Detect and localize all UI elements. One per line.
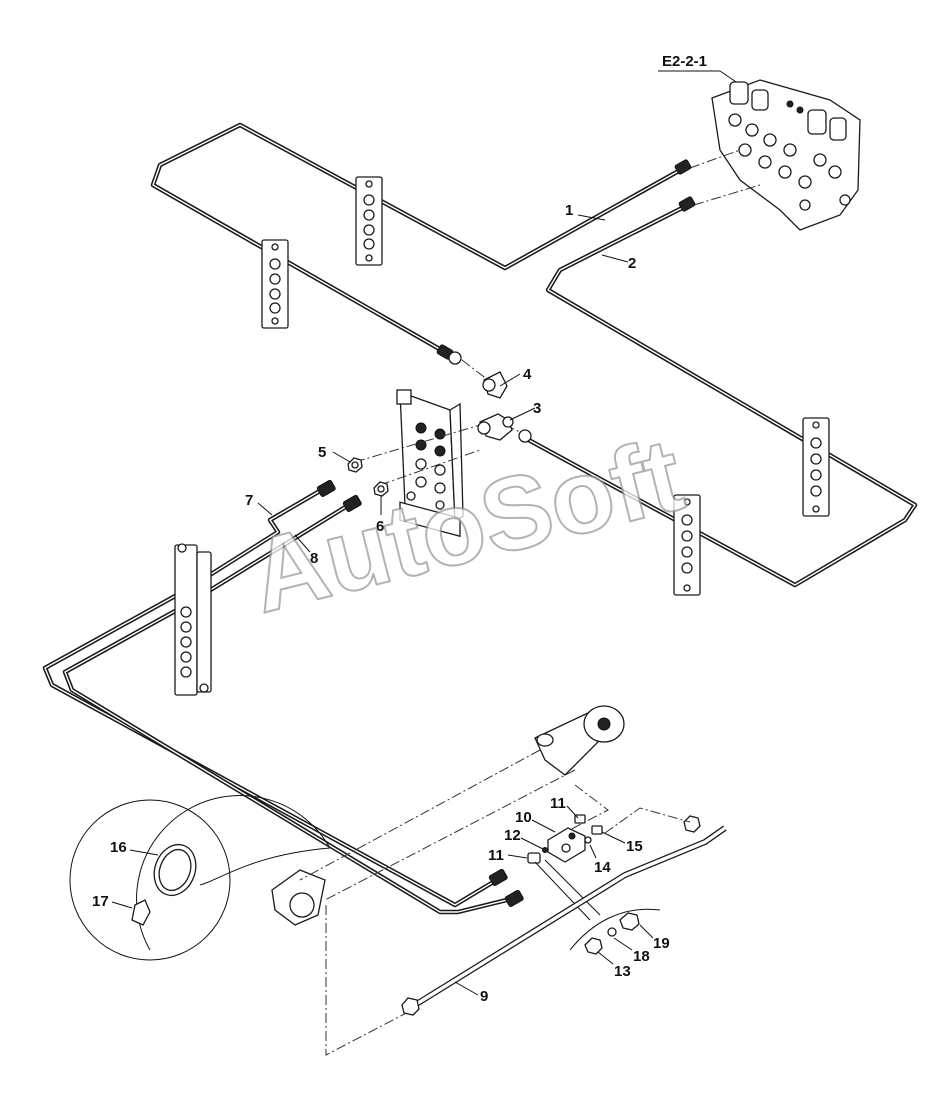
assembly-ref-label: E2-2-1 [662, 53, 707, 70]
pipe-9 [401, 815, 727, 1016]
callout-11-upper: 11 [550, 795, 566, 812]
control-valve-block [711, 79, 861, 231]
hose-clamp-4 [673, 494, 701, 596]
callout-4: 4 [523, 366, 532, 383]
callout-17: 17 [92, 893, 109, 910]
callout-5: 5 [318, 444, 326, 461]
hose-clamp-1 [355, 176, 383, 266]
mounting-plate [396, 389, 464, 538]
detail-inset-fittings [569, 908, 661, 955]
callout-16: 16 [110, 839, 127, 856]
hose-7 [42, 479, 508, 908]
fitting-11-lower [527, 852, 541, 864]
callout-19: 19 [653, 935, 670, 952]
nut-6 [373, 481, 389, 497]
assembly-reference: E2-2-1 [658, 53, 746, 89]
callout-10: 10 [515, 809, 532, 826]
fitting-14 [584, 836, 592, 844]
callout-15: 15 [626, 838, 643, 855]
fitting-12 [542, 847, 548, 853]
hose-clamp-large [174, 543, 212, 696]
hydraulic-cylinder [271, 705, 625, 926]
callout-7: 7 [245, 492, 253, 509]
hose-clamp-2 [261, 239, 289, 329]
callout-6: 6 [376, 518, 384, 535]
callout-8: 8 [310, 550, 318, 567]
valve-block-10 [547, 827, 586, 863]
callout-12: 12 [504, 827, 521, 844]
callout-3: 3 [533, 400, 541, 417]
callout-2: 2 [628, 255, 636, 272]
callout-18: 18 [633, 948, 650, 965]
callout-9: 9 [480, 988, 488, 1005]
hose-clamp-3 [802, 417, 830, 517]
callouts: 1 2 3 4 5 6 7 8 9 10 11 11 12 13 14 15 1… [92, 202, 670, 1005]
elbow-fitting-3 [477, 413, 514, 441]
nut-5 [347, 457, 363, 473]
callout-13: 13 [614, 963, 631, 980]
callout-14: 14 [594, 859, 611, 876]
hose-2 [518, 196, 918, 588]
hose-1 [150, 122, 692, 365]
fitting-15 [591, 825, 603, 835]
callout-11-lower: 11 [488, 847, 504, 864]
watermark-text: AutoSoft [240, 417, 694, 636]
callout-1: 1 [565, 202, 573, 219]
elbow-fitting-4 [482, 371, 508, 399]
detail-inset-clamp [69, 795, 331, 961]
